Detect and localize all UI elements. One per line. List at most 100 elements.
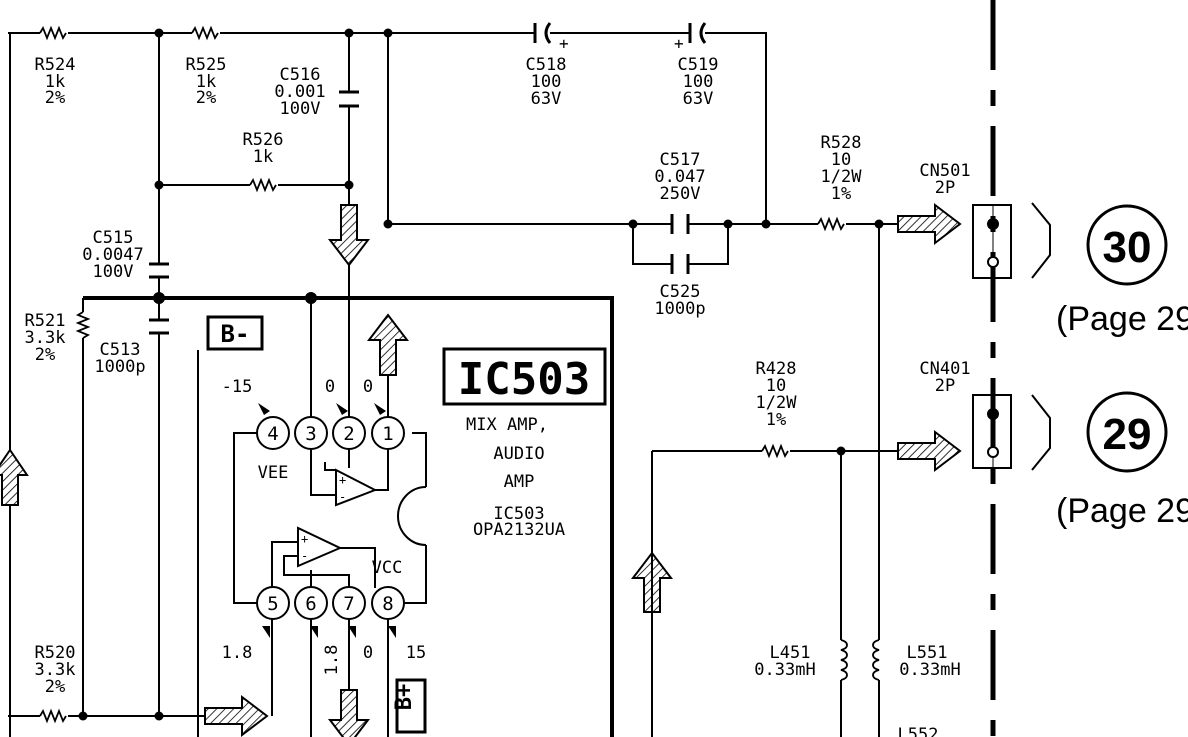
c517-symbol bbox=[670, 214, 690, 234]
l451-value: 0.33mH bbox=[754, 660, 815, 680]
svg-text:B+: B+ bbox=[392, 684, 417, 711]
c518-symbol bbox=[533, 22, 552, 44]
ic-desc-2: AUDIO bbox=[493, 444, 544, 464]
arrow-right-bottom bbox=[204, 694, 269, 737]
arrow-down-pin7 bbox=[327, 689, 371, 737]
wires bbox=[8, 32, 898, 737]
r524-ref: R524 bbox=[35, 55, 76, 75]
c516-value: 0.001 bbox=[274, 82, 325, 102]
pin-1: 1 bbox=[382, 423, 393, 445]
voltage-pin3: 0 bbox=[325, 377, 335, 397]
r520-tol: 2% bbox=[45, 677, 65, 697]
arrow-right-cn501 bbox=[897, 202, 962, 246]
arrow-up-r428 bbox=[630, 551, 674, 613]
r524-symbol bbox=[39, 25, 67, 41]
c519-volt: 63V bbox=[683, 89, 714, 109]
cn501-pins: 2P bbox=[935, 178, 955, 198]
cn401-pins: 2P bbox=[935, 376, 955, 396]
supply-rail bbox=[83, 296, 614, 737]
page-ref-29[interactable]: 29 (Page 29 bbox=[1056, 391, 1188, 530]
rail-bplus: B+ bbox=[392, 678, 427, 734]
l552-ref: L552 bbox=[898, 725, 939, 737]
page-ref-29-number: 29 bbox=[1103, 410, 1152, 459]
c515-volt: 100V bbox=[93, 262, 134, 282]
r521-value: 3.3k bbox=[25, 328, 66, 348]
c513-value: 1000p bbox=[94, 357, 145, 377]
c519-plus: + bbox=[674, 34, 684, 53]
voltage-pin8: 15 bbox=[406, 643, 426, 663]
pin-6: 6 bbox=[305, 593, 316, 615]
ic-ref: IC503 bbox=[493, 504, 544, 524]
ic-vee: VEE bbox=[258, 463, 289, 483]
c513-ref: C513 bbox=[100, 340, 141, 360]
l451-symbol bbox=[840, 639, 848, 681]
r521-tol: 2% bbox=[35, 345, 55, 365]
c516-symbol bbox=[339, 90, 359, 108]
page-ref-30-number: 30 bbox=[1103, 223, 1152, 272]
c518-volt: 63V bbox=[531, 89, 562, 109]
page-ref-30-label: (Page 29 bbox=[1056, 300, 1188, 338]
r520-value: 3.3k bbox=[35, 660, 76, 680]
ic-desc-1: MIX AMP, bbox=[466, 415, 548, 435]
rail-bminus: B- bbox=[206, 315, 264, 351]
r524-tol: 2% bbox=[45, 88, 65, 108]
arrow-up-pin1 bbox=[366, 313, 410, 376]
inductors bbox=[840, 639, 880, 681]
capacitors bbox=[149, 22, 707, 335]
r428-symbol bbox=[761, 443, 789, 459]
pin-3: 3 bbox=[305, 423, 316, 445]
ic-desc-3: AMP bbox=[504, 472, 535, 492]
ic-name: IC503 bbox=[458, 354, 590, 405]
arrow-right-cn401 bbox=[897, 429, 962, 473]
page-ref-30[interactable]: 30 (Page 29 bbox=[1056, 204, 1188, 338]
r428-power: 1/2W bbox=[756, 393, 798, 413]
pin-2: 2 bbox=[343, 423, 354, 445]
c515-value: 0.0047 bbox=[82, 245, 143, 265]
c518-ref: C518 bbox=[526, 55, 567, 75]
pin-4: 4 bbox=[267, 423, 278, 445]
voltage-labels: -15 0 0 1.8 1.8 0 15 bbox=[222, 377, 427, 675]
c516-volt: 100V bbox=[280, 99, 321, 119]
signal-arrows bbox=[0, 202, 962, 737]
ic-label-box bbox=[442, 347, 607, 406]
cn501-ref: CN501 bbox=[919, 161, 970, 181]
connector-cn401 bbox=[972, 394, 1051, 471]
resistors bbox=[39, 25, 845, 724]
svg-text:-: - bbox=[339, 490, 346, 504]
r528-power: 1/2W bbox=[821, 167, 863, 187]
svg-text:-: - bbox=[301, 549, 308, 563]
r525-value: 1k bbox=[196, 72, 216, 92]
arrow-up-left bbox=[0, 448, 29, 506]
r525-tol: 2% bbox=[196, 88, 216, 108]
c515-symbol bbox=[149, 262, 169, 279]
c525-symbol bbox=[670, 254, 690, 274]
voltage-pin7: 0 bbox=[363, 643, 373, 663]
r524-value: 1k bbox=[45, 72, 65, 92]
r520-ref: R520 bbox=[35, 643, 76, 663]
c525-ref: C525 bbox=[660, 282, 701, 302]
r428-ref: R428 bbox=[756, 359, 797, 379]
ic-part: OPA2132UA bbox=[473, 520, 565, 540]
svg-text:B-: B- bbox=[221, 320, 250, 348]
r525-ref: R525 bbox=[186, 55, 227, 75]
r525-symbol bbox=[191, 25, 219, 41]
pin-5: 5 bbox=[267, 593, 278, 615]
junctions bbox=[78, 28, 884, 721]
c525-value: 1000p bbox=[654, 299, 705, 319]
c518-plus: + bbox=[559, 34, 569, 53]
voltage-pin5: 1.8 bbox=[222, 643, 253, 663]
r528-ref: R528 bbox=[821, 133, 862, 153]
r526-symbol bbox=[249, 177, 277, 193]
connector-cn501 bbox=[972, 202, 1051, 279]
r526-ref: R526 bbox=[243, 130, 284, 150]
l551-symbol bbox=[872, 639, 880, 681]
r428-value: 10 bbox=[766, 376, 786, 396]
r428-tol: 1% bbox=[766, 410, 786, 430]
l551-ref: L551 bbox=[907, 643, 948, 663]
voltage-pin2: 0 bbox=[363, 377, 373, 397]
r528-value: 10 bbox=[831, 150, 851, 170]
c513-symbol bbox=[149, 318, 169, 335]
component-labels: R524 1k 2% R525 1k 2% C516 0.001 100V R5… bbox=[25, 55, 971, 737]
voltage-pin6: 1.8 bbox=[322, 645, 342, 676]
